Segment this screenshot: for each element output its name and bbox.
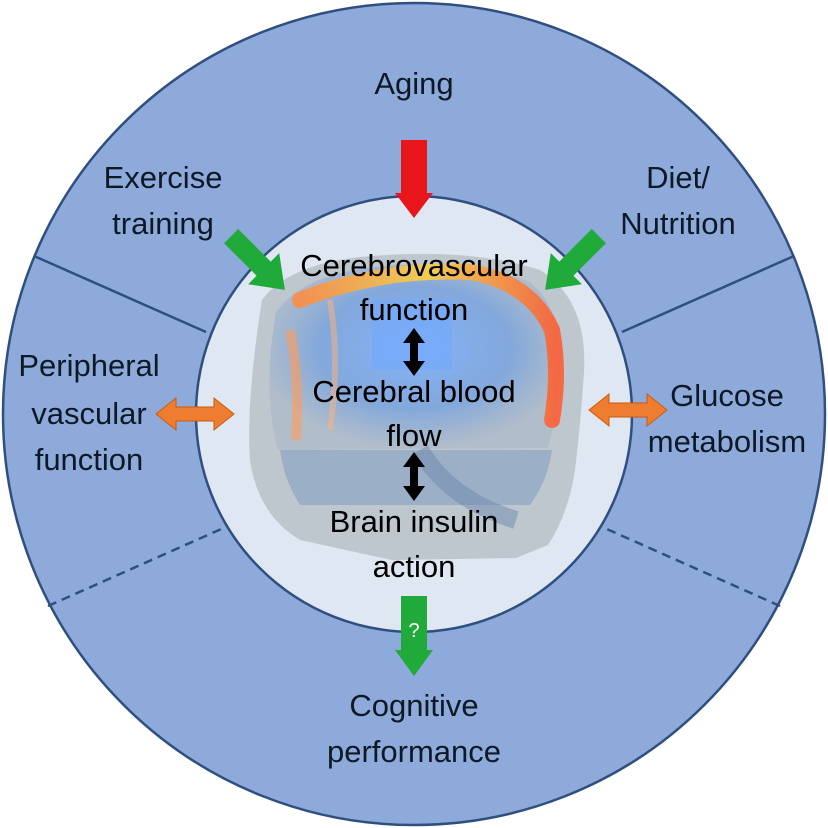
exercise-arrow [224,229,285,290]
cognitive-question-mark: ? [408,620,419,642]
cognitive-arrow [395,596,433,676]
label-aging: Aging [374,66,453,101]
center-arrow-lower [403,452,425,501]
divider-lower-right [599,524,781,608]
label-exercise-line1: Exercise [104,160,223,195]
label-peripheral-line2: vascular [31,396,146,431]
label-diet-line2: Nutrition [620,206,735,241]
label-exercise-line2: training [112,206,214,241]
label-cerebrovascular-line2: function [360,292,469,327]
center-arrow-upper [403,328,425,376]
label-peripheral-line1: Peripheral [18,348,159,383]
divider-lower-left [47,524,229,608]
diet-arrow [545,229,606,290]
label-glucose-line2: metabolism [648,424,807,459]
label-peripheral-line3: function [35,442,144,477]
label-blood-flow-line1: Cerebral blood [312,374,515,409]
label-diet-line1: Diet/ [646,160,710,195]
label-cerebrovascular-line1: Cerebrovascular [300,248,527,283]
label-insulin-line2: action [373,549,456,584]
label-glucose-line1: Glucose [670,378,784,413]
divider-upper-right [621,254,795,334]
label-blood-flow-line2: flow [386,418,442,453]
aging-arrow [395,140,433,218]
peripheral-bidirectional-arrow [155,396,235,432]
glucose-bidirectional-arrow [588,392,668,428]
label-cognitive-line1: Cognitive [349,688,478,723]
divider-upper-left [33,254,207,334]
label-cognitive-line2: performance [327,734,501,769]
label-insulin-line1: Brain insulin [330,504,499,539]
